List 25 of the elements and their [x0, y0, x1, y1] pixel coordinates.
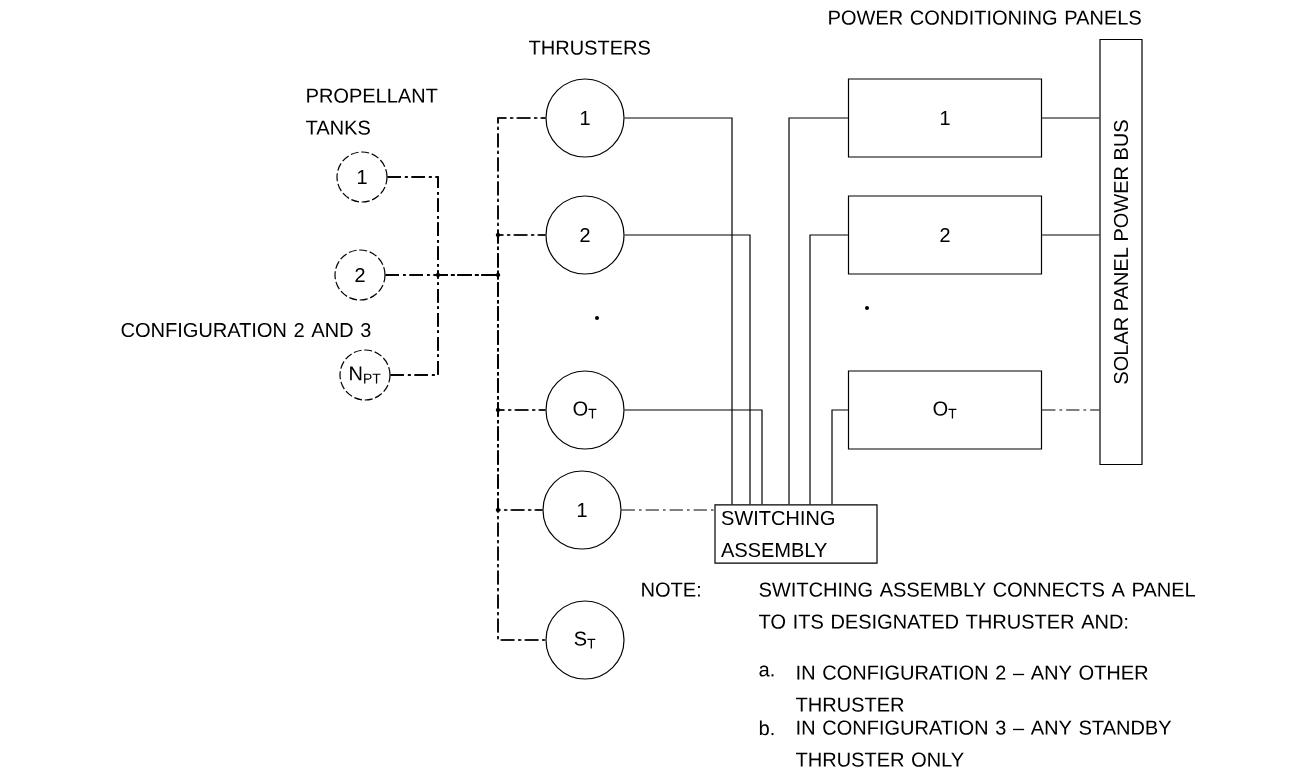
label-text: POWER CONDITIONING PANELS: [829, 10, 1141, 25]
label-text: CONFIGURATION 2 AND 3: [121, 322, 371, 338]
connector-line: [624, 409, 763, 505]
label-text: SWITCHING ASSEMBLY CONNECTS A PANEL TO ITS DESIGNATED THRUSTER AND:: [759, 582, 1196, 629]
connector-line: [624, 234, 751, 505]
label-text: IN CONFIGURATION 2 – ANY OTHER THRUSTER: [796, 665, 1148, 712]
connector-line: [624, 117, 733, 505]
label-text: b.: [759, 720, 774, 736]
connector-line: [788, 117, 849, 505]
panel-box: O$_{T}$: [847, 370, 1043, 450]
label-text: THRUSTERS: [529, 40, 650, 55]
label-text: IN CONFIGURATION 3 – ANY STANDBY THRUSTER ONLY: [796, 720, 1172, 767]
panel-box: 1: [847, 78, 1043, 158]
panel-box: 2: [847, 195, 1043, 275]
switching-assembly-box: SWITCHING ASSEMBLY: [714, 504, 878, 564]
connector-line: [1041, 234, 1100, 236]
connector-line: [1041, 409, 1100, 411]
power-bus-box: SOLAR PANEL POWER BUS: [1099, 38, 1143, 466]
label-text: PROPELLANT TANKS: [306, 88, 438, 135]
connector-line: [809, 234, 849, 505]
connector-line: [621, 509, 715, 511]
connector-line: [831, 409, 849, 505]
label-text: a.: [759, 665, 774, 677]
label-text: NOTE:: [642, 582, 700, 597]
connector-line: [1041, 117, 1100, 119]
